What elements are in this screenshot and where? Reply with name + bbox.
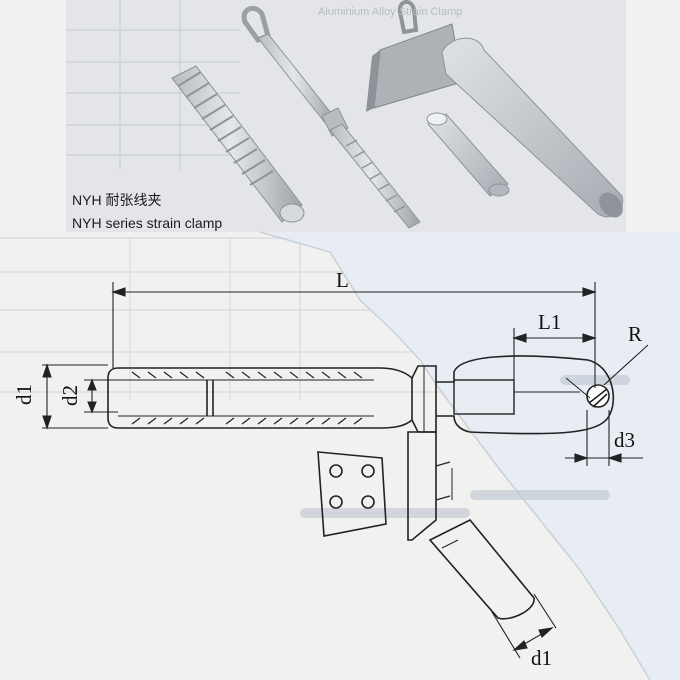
dimension-L [111,282,597,388]
flange [411,365,437,433]
background-table-lines [66,0,240,170]
torn-paper-region [260,232,680,680]
angled-pipe [428,518,535,620]
eye-bolt-photo [241,5,421,229]
caption-title-cn: NYH 耐张线夹 [72,192,162,208]
technical-drawing [42,282,649,659]
clamp-body-photo [366,0,624,218]
label-d1-left: d1 [12,384,36,405]
small-tube-photo [426,112,510,197]
dimension-d2 [84,378,118,414]
label-R: R [628,322,643,346]
label-d1-bottom: d1 [531,646,552,670]
dimension-L1 [512,328,597,380]
sleeve-thread-marks [131,371,363,425]
plate-hole [361,464,375,478]
threaded-sleeve-photo [171,65,305,223]
plate-hole [329,464,343,478]
label-L1: L1 [538,310,562,334]
caption-title-en: NYH series strain clamp [72,215,223,231]
dimension-d1-left [42,363,108,430]
label-d3: d3 [614,428,635,452]
background-ghost-title: Aluminium Alloy Strain Clamp [318,6,463,18]
sleeve-outline [107,367,413,429]
eye-bolt [436,355,615,435]
radius-leader [603,344,649,386]
plate-hole [361,495,375,509]
dimension-d3 [565,410,643,466]
vertical-plate [407,431,437,541]
label-L: L [336,268,349,292]
dimension-d1-bottom [491,593,557,659]
mounting-plate [317,451,387,537]
plate-hole [329,495,343,509]
label-d2: d2 [58,385,82,406]
